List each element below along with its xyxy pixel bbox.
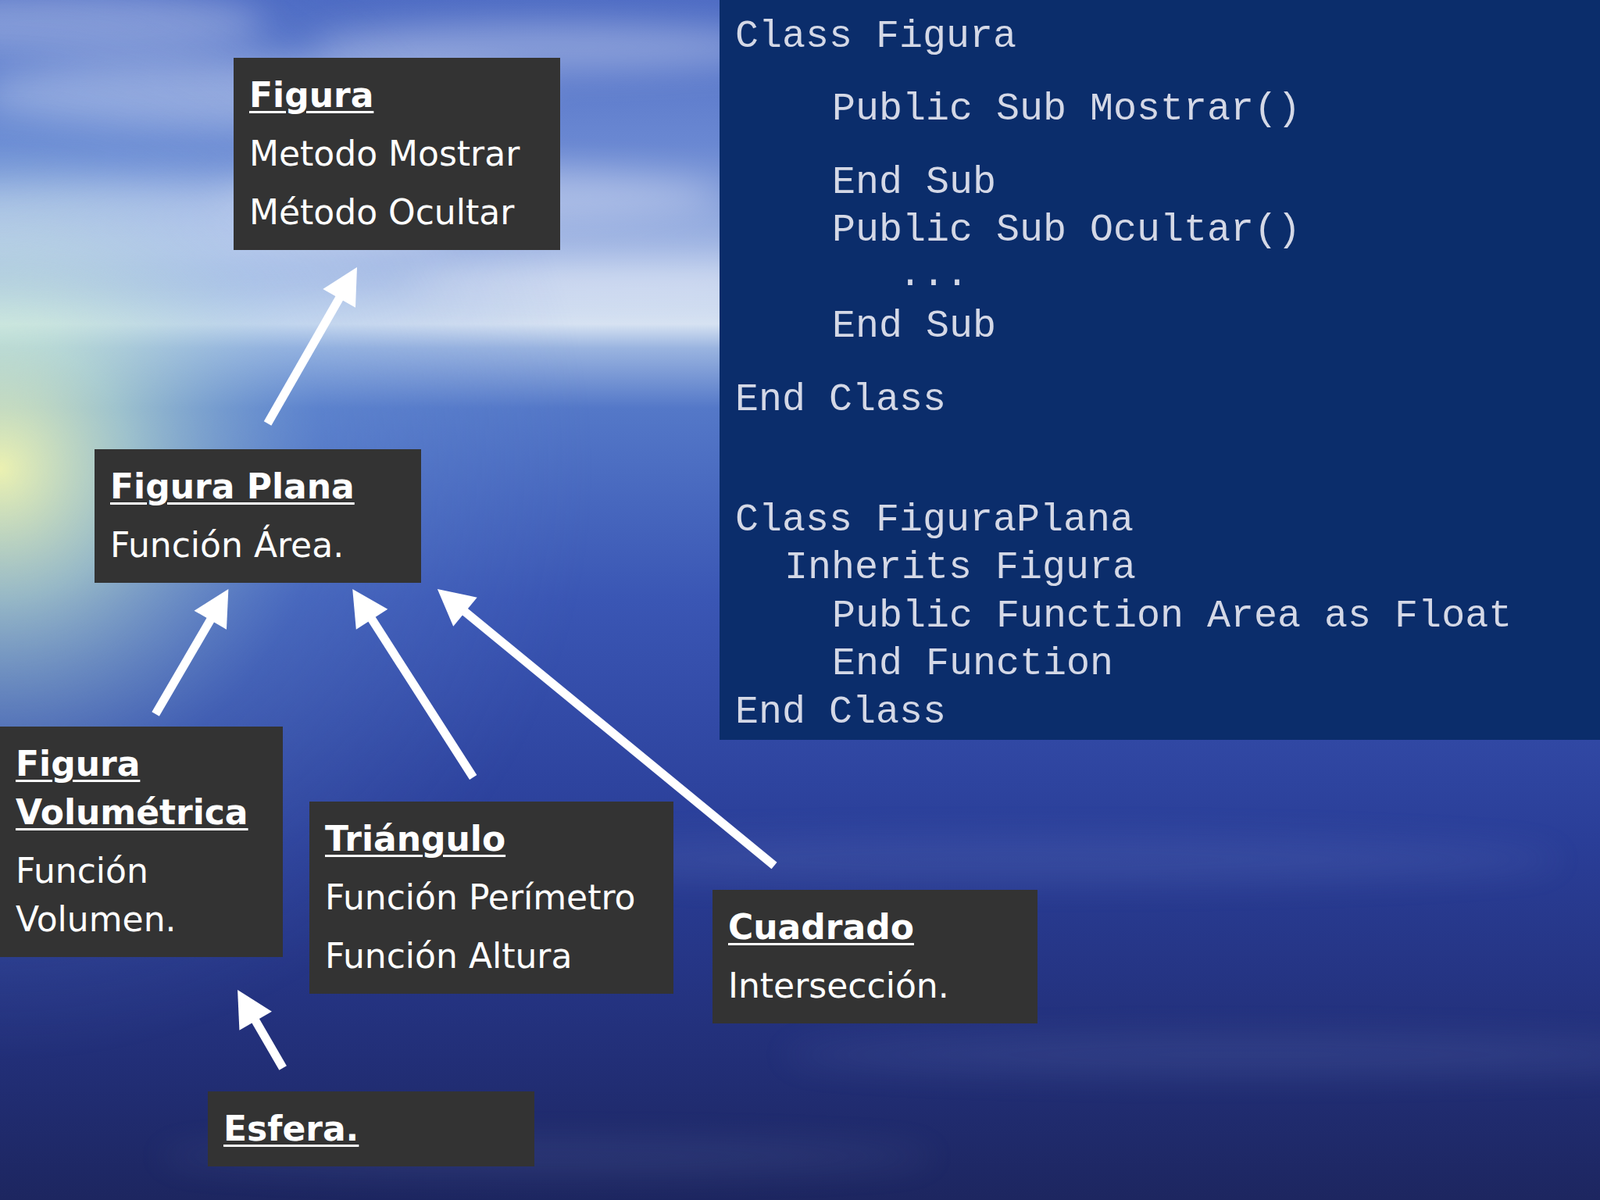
inheritance-arrow: [267, 267, 358, 424]
member-name: Función Área.: [110, 521, 406, 570]
code-line: Class Figura: [735, 13, 1017, 61]
class-name: Figura: [249, 71, 545, 120]
class-name: Triángulo: [325, 814, 658, 864]
class-box: Figura PlanaFunción Área.: [94, 449, 422, 583]
member-name: Intersección.: [728, 961, 1022, 1011]
member-name: Método Ocultar: [249, 188, 545, 237]
class-box: TriánguloFunción PerímetroFunción Altura: [309, 801, 674, 994]
code-line: End Sub: [832, 159, 997, 207]
class-name: Figura Plana: [110, 462, 406, 511]
arrow-head: [193, 589, 229, 630]
water-ripples: [156, 835, 1600, 1172]
code-line: Class FiguraPlana: [735, 496, 1134, 544]
class-box: Esfera.: [207, 1091, 535, 1167]
code-line: End Class: [735, 376, 947, 424]
code-panel: Class FiguraPublic Sub Mostrar()End SubP…: [719, 0, 1600, 740]
arrow-shaft: [267, 296, 341, 424]
arrow-shaft: [371, 617, 474, 778]
arrow-head: [322, 267, 358, 308]
class-box: CuadradoIntersección.: [712, 889, 1038, 1024]
arrow-shaft: [155, 618, 211, 715]
member-name: Metodo Mostrar: [249, 129, 545, 179]
arrow-head: [352, 589, 388, 630]
inheritance-arrow: [155, 589, 229, 715]
code-line: End Class: [735, 689, 947, 736]
arrow-head: [437, 589, 478, 627]
arrow-head: [237, 989, 272, 1031]
code-line: Public Function Area as Float: [832, 592, 1512, 640]
class-box: Figura VolumétricaFunción Volumen.: [0, 726, 283, 958]
code-line: ...: [898, 251, 969, 299]
code-line: Inherits Figura: [784, 544, 1136, 592]
member-name: Función Altura: [325, 932, 658, 981]
member-name: Función Volumen.: [15, 846, 268, 944]
member-name: Función Perímetro: [325, 873, 658, 922]
inheritance-arrow: [237, 989, 283, 1068]
code-line: Public Sub Ocultar(): [832, 207, 1301, 254]
class-name: Esfera.: [223, 1104, 519, 1154]
class-name: Figura Volumétrica: [15, 739, 268, 837]
code-line: Public Sub Mostrar(): [832, 85, 1301, 133]
arrow-shaft: [254, 1019, 283, 1068]
code-line: End Function: [832, 640, 1114, 688]
code-line: End Sub: [832, 303, 997, 350]
class-name: Cuadrado: [728, 903, 1022, 952]
class-box: FiguraMetodo MostrarMétodo Ocultar: [233, 57, 561, 250]
